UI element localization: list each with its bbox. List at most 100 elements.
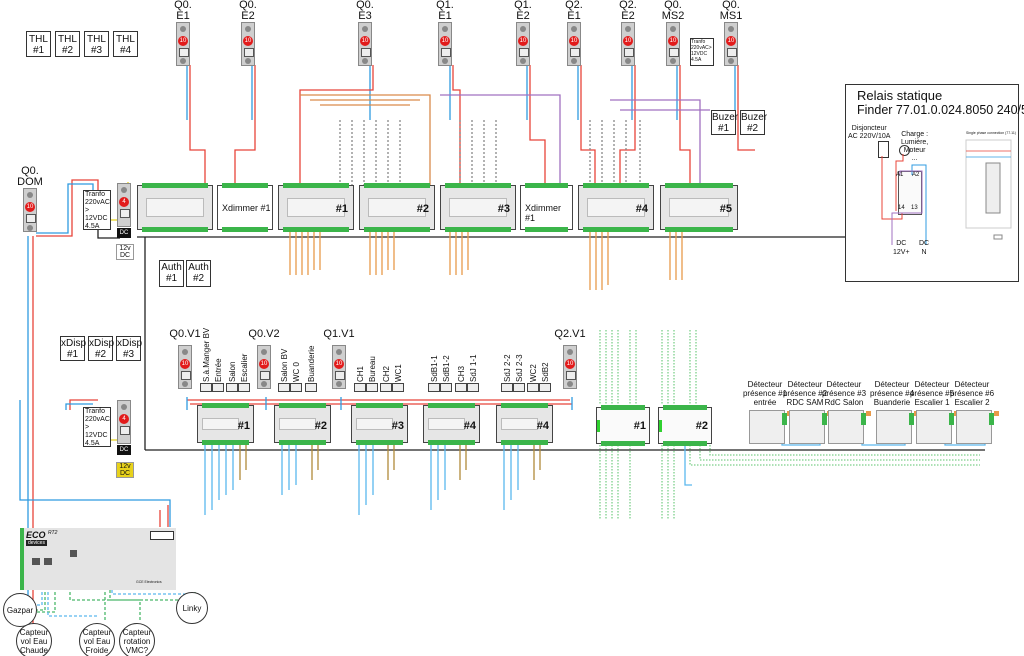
breaker-8[interactable]: 10 [724, 22, 738, 66]
rating-badge: 10 [569, 36, 579, 46]
toggle-lever[interactable] [361, 48, 371, 57]
breaker-label: Q0. E1 [174, 0, 192, 22]
breaker-label: Q0. E2 [239, 0, 257, 22]
terminal-strip [663, 441, 707, 446]
module-panel [501, 418, 538, 430]
toggle-lever[interactable] [570, 48, 580, 57]
eco-button-set[interactable] [70, 550, 77, 557]
terminal [909, 413, 914, 425]
breaker-6[interactable]: 10 [621, 22, 635, 66]
dc-output-2: 12v DC [116, 462, 134, 478]
screw-icon [571, 26, 577, 32]
module-label: #4 [635, 203, 648, 216]
screw-icon [261, 381, 267, 387]
screw-icon [567, 349, 573, 355]
io-module-1: #1 [596, 405, 650, 446]
toggle-lever[interactable] [244, 48, 254, 57]
breaker-4[interactable]: 10 [516, 22, 530, 66]
terminal-strip [428, 440, 475, 445]
hot-water-sensor: Capteur vol Eau Chaude [16, 623, 52, 656]
dc-breaker-1[interactable]: 4 [117, 183, 131, 227]
circuit-terminal [501, 383, 513, 392]
presence-detector-6 [956, 410, 999, 444]
breaker-symbol [878, 141, 889, 158]
breaker-0[interactable]: 10 [176, 22, 190, 66]
screw-icon [625, 26, 631, 32]
toggle-lever[interactable] [727, 48, 737, 57]
toggle-lever[interactable] [179, 48, 189, 57]
breaker-1[interactable]: 10 [241, 22, 255, 66]
toggle-lever[interactable] [519, 48, 529, 57]
presence-detector-3 [828, 410, 871, 444]
circuit-label: CH3 [457, 365, 466, 382]
dc-block-2: DC [117, 445, 131, 455]
lower-module-2: #2 [274, 403, 331, 445]
rating-badge: 10 [180, 359, 190, 369]
toggle-lever[interactable] [335, 371, 345, 380]
eco-button-link[interactable] [44, 558, 52, 565]
screw-icon [670, 58, 676, 64]
rating-badge: 10 [668, 36, 678, 46]
rating-badge: 4 [119, 197, 129, 207]
terminal-strip [364, 183, 430, 188]
lower-module-5: #4 [496, 403, 553, 445]
lower-breaker-2[interactable]: 10 [332, 345, 346, 389]
circuit-label: Buanderie [307, 345, 316, 382]
eco-devices-rt2: ECO devices RT2 GCE Electronics [20, 528, 176, 590]
toggle-lever[interactable] [669, 48, 679, 57]
toggle-lever[interactable] [441, 48, 451, 57]
relay-diagram-caption: Single phase connection (77.11) [966, 131, 1016, 135]
circuit-terminal [278, 383, 290, 392]
circuit-terminal [455, 383, 467, 392]
dom-breaker[interactable]: 10 [23, 188, 37, 232]
terminal-strip [665, 183, 733, 188]
rating-badge: 10 [518, 36, 528, 46]
toggle-lever[interactable] [624, 48, 634, 57]
module-panel [449, 198, 507, 217]
rating-badge: 10 [243, 36, 253, 46]
dc-block-1: DC [117, 228, 131, 238]
breaker-label: Q1. E1 [436, 0, 454, 22]
breaker-label: Q0.V2 [248, 328, 280, 340]
lower-breaker-0[interactable]: 10 [178, 345, 192, 389]
circuit-terminal [392, 383, 404, 392]
terminal-strip [583, 183, 649, 188]
breaker-label: Q1.V1 [323, 328, 355, 340]
breaker-7[interactable]: 10 [666, 22, 680, 66]
dc-breaker-2[interactable]: 4 [117, 400, 131, 444]
module-label: #3 [497, 203, 510, 216]
breaker-2[interactable]: 10 [358, 22, 372, 66]
screw-icon [336, 349, 342, 355]
screw-icon [336, 381, 342, 387]
circuit-terminal [467, 383, 479, 392]
circuit-label: SdJ 1-1 [469, 354, 478, 382]
screw-icon [261, 349, 267, 355]
module-panel [146, 198, 204, 217]
lower-breaker-3[interactable]: 10 [563, 345, 577, 389]
relay-wiring [881, 139, 1012, 245]
eco-brand: ECO [26, 530, 46, 540]
module-label: #1 [237, 420, 250, 433]
screw-icon [625, 58, 631, 64]
status-led [597, 420, 600, 432]
terminal-strip [356, 440, 403, 445]
toggle-lever[interactable] [260, 371, 270, 380]
breaker-3[interactable]: 10 [438, 22, 452, 66]
toggle-lever[interactable] [566, 371, 576, 380]
circuit-terminal [354, 383, 366, 392]
load-label: Charge : Lumière, Moteur ... [901, 131, 929, 162]
io-module-upper: #2 [359, 183, 435, 232]
screw-icon [670, 26, 676, 32]
thl-sensor-3: THL #3 [84, 31, 109, 57]
terminal-strip [202, 440, 249, 445]
circuit-terminal [513, 383, 525, 392]
breaker-5[interactable]: 10 [567, 22, 581, 66]
toggle-lever[interactable] [181, 371, 191, 380]
lower-breaker-1[interactable]: 10 [257, 345, 271, 389]
circuit-label: SdJ 2-2 [503, 354, 512, 382]
io-module-upper [137, 183, 213, 232]
eco-button-pwr[interactable] [32, 558, 40, 565]
circuit-terminal [212, 383, 224, 392]
terminal-strip [665, 227, 733, 232]
